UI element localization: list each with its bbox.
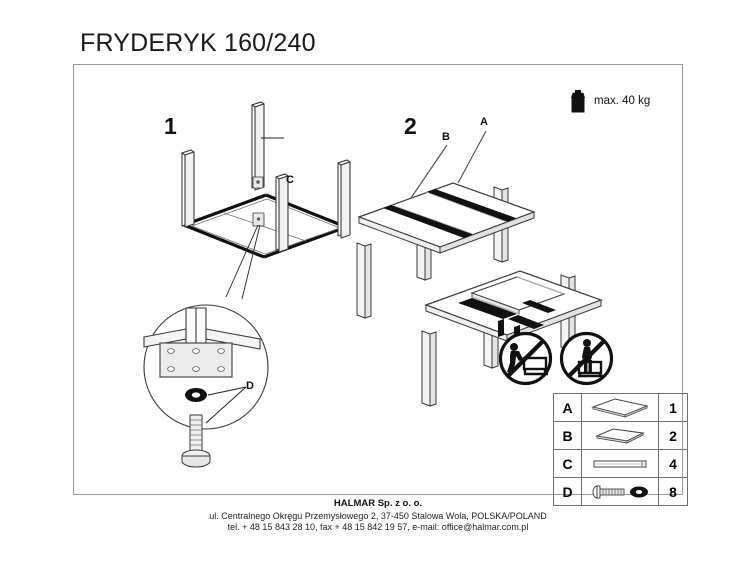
- weight-limit-text: max. 40 kg: [594, 95, 651, 107]
- table-row: D: [553, 477, 688, 506]
- bolt-and-washer-icon: [592, 485, 648, 498]
- part-qty-a: 1: [658, 393, 688, 422]
- part-letter-a: A: [553, 393, 582, 422]
- footer-company: HALMAR Sp. z o. o.: [333, 498, 423, 509]
- instruction-sheet: 1 2 C D A B max. 40 kg: [73, 64, 688, 506]
- table-top-panel-icon: [591, 398, 649, 418]
- callout-label-a: A: [480, 116, 489, 128]
- parts-list-table: A 1 B: [553, 393, 688, 506]
- table-row: C 4: [553, 449, 688, 478]
- table-row: B 2: [553, 421, 688, 450]
- part-qty-c: 4: [658, 449, 688, 478]
- weight-block-icon: [571, 90, 585, 113]
- part-image-a: [581, 393, 659, 422]
- no-standing-on-table-icon: [559, 331, 614, 386]
- extension-leaf-panel-icon: [595, 428, 645, 444]
- part-image-b: [581, 421, 659, 450]
- footer: HALMAR Sp. z o. o. ul. Centralnego Okręg…: [0, 498, 756, 534]
- table-upper: [356, 182, 536, 319]
- callout-label-c: C: [286, 174, 295, 186]
- part-letter-c: C: [553, 449, 582, 478]
- step-2-number: 2: [404, 113, 417, 139]
- detail-magnifier: [143, 304, 269, 430]
- bolt-part: [181, 414, 211, 468]
- table-leg-icon: [593, 460, 647, 467]
- part-qty-d: 8: [658, 477, 688, 506]
- no-leaning-on-table-icon: [498, 331, 553, 386]
- callout-label-b: B: [442, 131, 451, 143]
- weight-limit-note: max. 40 kg: [569, 89, 650, 113]
- warning-pictograms: [498, 331, 614, 386]
- footer-contact: tel. + 48 15 843 28 10, fax + 48 15 842 …: [227, 522, 529, 533]
- step-1-number: 1: [164, 113, 177, 139]
- table-row: A 1: [553, 393, 688, 422]
- callout-label-d: D: [246, 380, 255, 392]
- page-title: FRYDERYK 160/240: [80, 29, 316, 57]
- part-letter-b: B: [553, 421, 582, 450]
- part-qty-b: 2: [658, 421, 688, 450]
- part-image-c: [581, 449, 659, 478]
- footer-address: ul. Centralnego Okręgu Przemysłowego 2, …: [209, 510, 547, 521]
- part-image-d: [581, 477, 659, 506]
- washer-part: [185, 388, 207, 402]
